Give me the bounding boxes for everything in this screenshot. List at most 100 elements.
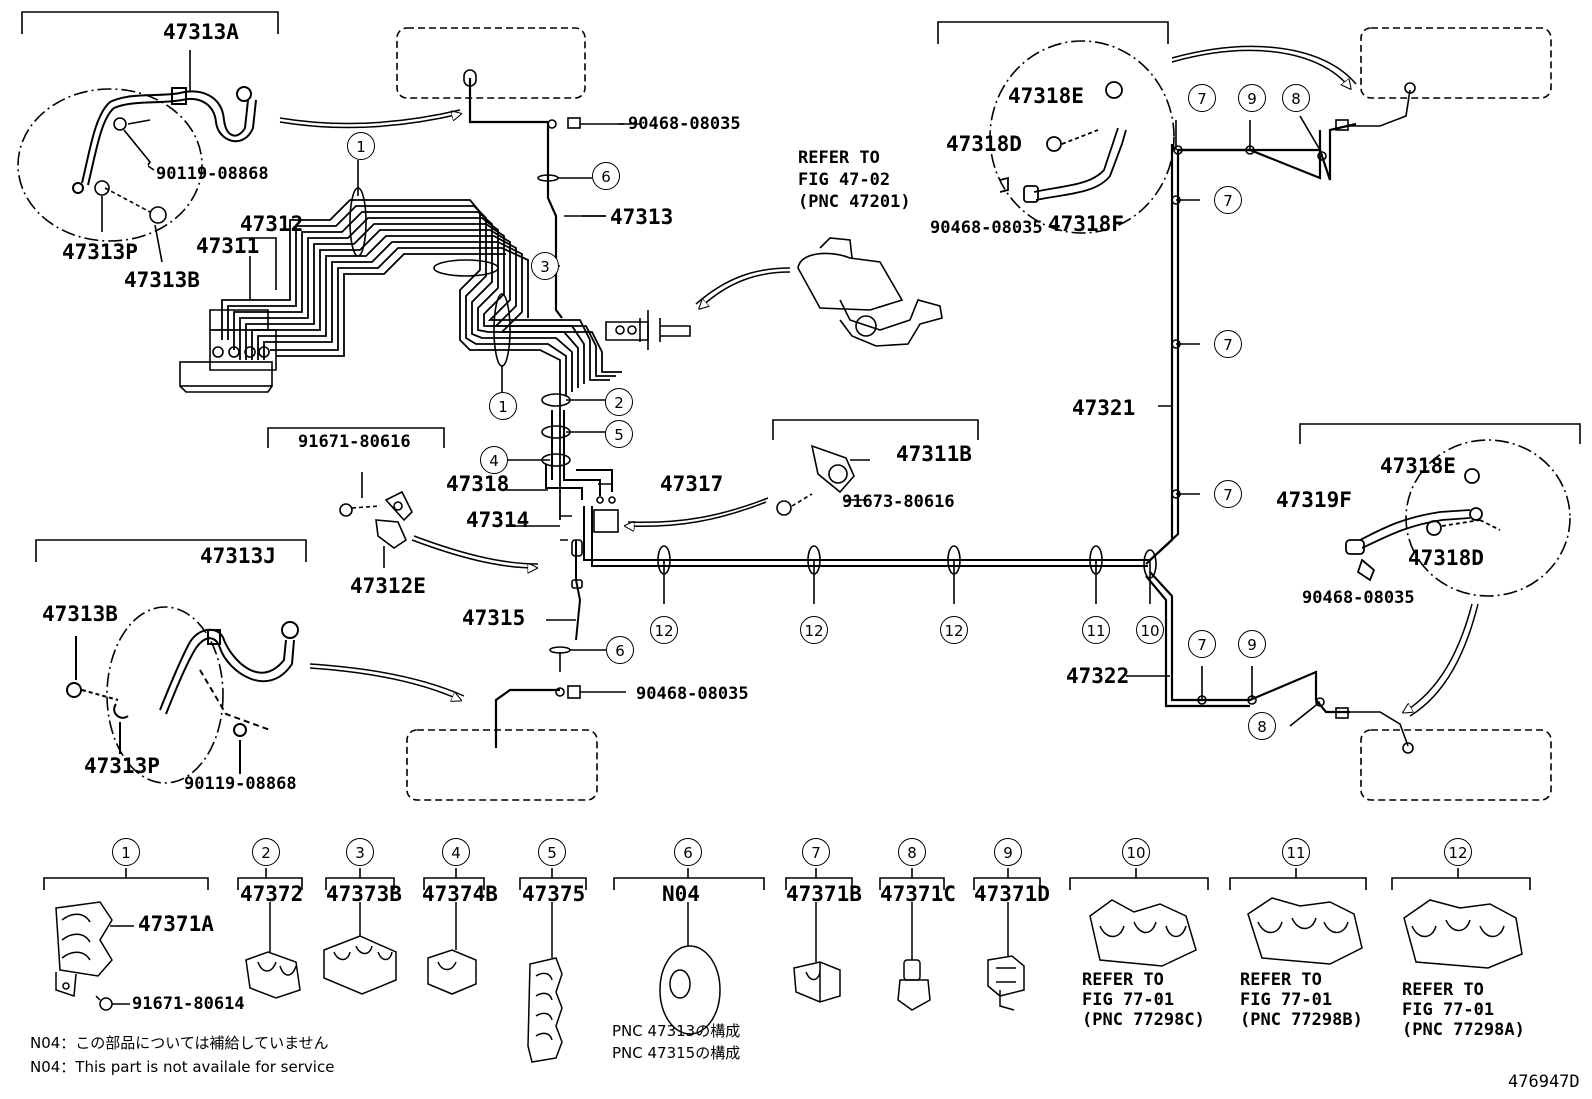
label-47312: 47312 [240,212,304,236]
detail-ellipse-rr [1405,439,1571,597]
callout-12-b: 12 [800,616,828,644]
legend-callout-5: 5 [538,838,566,866]
note-jp: N04：この部品については補給していません [30,1034,329,1052]
legend-part-drawings [55,897,1523,1063]
legend-ref11-l2: FIG 77-01 [1240,990,1333,1010]
label-47318D-right: 47318D [1408,546,1484,570]
legend-47374B: 47374B [422,882,498,906]
hose-47319F [1345,468,1501,582]
label-90468-b: 90468-08035 [930,218,1043,238]
callout-8-top: 8 [1282,84,1310,112]
legend-ref12-l3: (PNC 77298A) [1402,1020,1525,1040]
legend-ref10-l1: REFER TO [1082,970,1164,990]
legend-N04-note2: PNC 47315の構成 [612,1044,741,1062]
callout-12-c: 12 [940,616,968,644]
legend-ref10-l3: (PNC 77298C) [1082,1010,1205,1030]
label-91673: 91673-80616 [842,492,955,512]
callout-5: 5 [605,420,633,448]
legend-callout-2: 2 [252,838,280,866]
bracket-top-left [21,11,279,34]
refer-4702-line3: (PNC 47201) [798,192,911,212]
detail-ellipse-tl [17,88,203,242]
legend-callout-12: 12 [1444,838,1472,866]
arrow-ll [309,667,460,700]
legend-callout-9: 9 [994,838,1022,866]
legend-callout-6: 6 [674,838,702,866]
label-47318E-top: 47318E [1008,84,1084,108]
callout-7-d: 7 [1214,480,1242,508]
hose-47313A [72,86,257,194]
label-47313B-low: 47313B [42,602,118,626]
arrow-tl [279,114,460,129]
label-90468-a: 90468-08035 [628,114,741,134]
callout-8-low: 8 [1248,712,1276,740]
label-47312E: 47312E [350,574,426,598]
callout-4: 4 [480,446,508,474]
label-47314: 47314 [466,508,530,532]
ref-box-1 [396,27,586,99]
legend-47371D: 47371D [974,882,1050,906]
bolt-90119-top [113,117,127,131]
actuator [179,309,277,393]
legend-ref11-l3: (PNC 77298B) [1240,1010,1363,1030]
callout-7-top: 7 [1188,84,1216,112]
bolt-47313B-top [149,206,167,224]
label-47313P-low: 47313P [84,754,160,778]
washer-47313P-top [94,180,110,196]
legend-47371C: 47371C [880,882,956,906]
detail-ellipse-tr [989,40,1175,234]
legend-callout-8: 8 [898,838,926,866]
ref-box-3 [406,729,598,801]
callout-11: 11 [1082,616,1110,644]
legend-91671-80614: 91671-80614 [132,994,245,1014]
ref-box-4 [1360,729,1552,801]
legend-47371B: 47371B [786,882,862,906]
callout-6-low: 6 [606,636,634,664]
pipe-47322 [1149,571,1350,714]
legend-N04-note1: PNC 47313の構成 [612,1022,741,1040]
callout-10: 10 [1136,616,1164,644]
label-47322: 47322 [1066,664,1130,688]
label-47318: 47318 [446,472,510,496]
label-47313J: 47313J [200,544,276,568]
refer-4702-line1: REFER TO [798,148,880,168]
bracket-mid-left [267,427,445,448]
arrow-mc [700,271,791,308]
label-90119-low: 90119-08868 [184,774,297,794]
callout-1-top: 1 [347,132,375,160]
callout-3: 3 [531,252,559,280]
label-47321: 47321 [1072,396,1136,420]
sensor-47311B [776,444,870,516]
detail-ellipse-ll [106,606,224,784]
legend-ref10-l2: FIG 77-01 [1082,990,1175,1010]
bracket-low-left [35,539,307,562]
label-47318E-right: 47318E [1380,454,1456,478]
callout-9-low: 9 [1238,630,1266,658]
legend-ref12-l1: REFER TO [1402,980,1484,1000]
legend-N04: N04 [662,882,700,906]
legend-ref12-l2: FIG 77-01 [1402,1000,1495,1020]
legend-brackets [43,868,1531,890]
pipe-bundle [221,199,622,520]
arrow-47312E [411,539,536,568]
ref-box-2 [1360,27,1552,99]
legend-callout-3: 3 [346,838,374,866]
label-91671-80616: 91671-80616 [298,432,411,452]
legend-callout-11: 11 [1282,838,1310,866]
label-47311: 47311 [196,234,260,258]
hose-47313J [66,621,299,774]
bracket-top-right [937,21,1169,44]
bracket-sensor [772,419,979,440]
pipe-47321 [1149,122,1357,561]
legend-47372: 47372 [240,882,304,906]
legend-47375: 47375 [522,882,586,906]
master-cylinder [605,237,943,350]
label-47317: 47317 [660,472,724,496]
arrow-tr [1171,49,1350,88]
figure-id: 476947D [1508,1072,1580,1092]
legend-47371A: 47371A [138,912,214,936]
junction-block [593,509,619,533]
label-47315: 47315 [462,606,526,630]
note-en: N04：This part is not availale for servic… [30,1058,335,1076]
